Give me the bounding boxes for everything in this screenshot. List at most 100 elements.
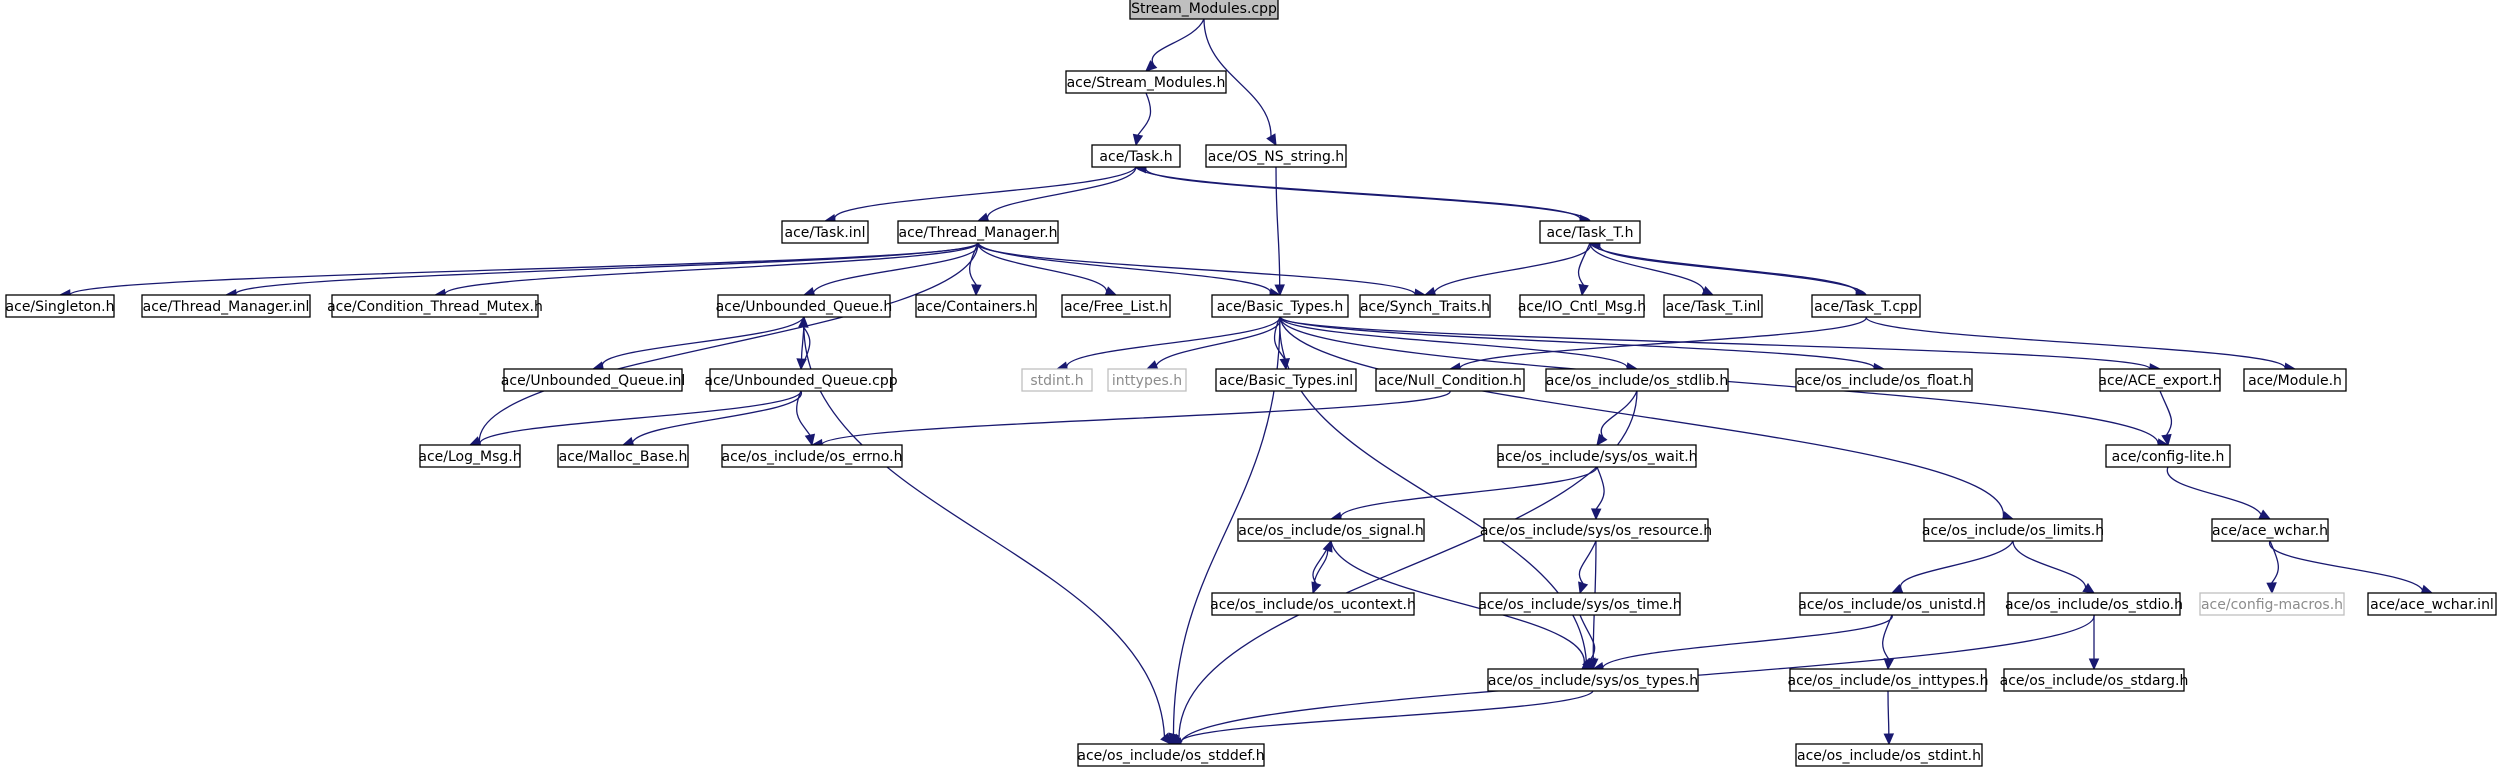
node-ace-task-h[interactable]: ace/Task.h — [1091, 144, 1181, 168]
node-box — [2211, 518, 2329, 542]
node-box — [1799, 592, 1985, 616]
edge-ace-basic-types-h-to-inttypes-h — [1145, 316, 1281, 371]
edge-ace-task-t-h-to-ace-task-t-cpp — [1589, 242, 1868, 299]
node-ace-os-include-os-ucontext-h[interactable]: ace/os_include/os_ucontext.h — [1210, 592, 1416, 616]
node-box — [1211, 592, 1415, 616]
node-ace-thread-manager-h[interactable]: ace/Thread_Manager.h — [897, 220, 1059, 244]
arrowhead — [971, 284, 982, 297]
node-box — [557, 444, 689, 468]
edge-ace-os-include-sys-os-time-h-to-ace-os-include-sys-os-types-h — [1579, 614, 1596, 671]
node-box — [2105, 444, 2231, 468]
node-ace-os-include-os-unistd-h[interactable]: ace/os_include/os_unistd.h — [1798, 592, 1986, 616]
node-box — [1497, 444, 1697, 468]
edge-ace-thread-manager-h-to-ace-thread-manager-inl — [224, 242, 979, 300]
edge-line — [1203, 18, 1272, 137]
node-ace-config-lite-h[interactable]: ace/config-lite.h — [2105, 444, 2231, 468]
node-ace-os-include-os-stdint-h[interactable]: ace/os_include/os_stdint.h — [1795, 743, 1983, 767]
node-ace-unbounded-queue-h[interactable]: ace/Unbounded_Queue.h — [716, 294, 893, 318]
arrowhead — [1590, 508, 1602, 521]
edge-line — [1577, 242, 1591, 286]
edge-line — [1340, 466, 1598, 518]
arrowhead — [1322, 539, 1333, 553]
node-ace-ace-wchar-h[interactable]: ace/ace_wchar.h — [2211, 518, 2329, 542]
edge-line — [1137, 92, 1152, 136]
edge-line — [1459, 316, 1867, 369]
node-label: Stream_Modules.cpp — [1131, 1, 1277, 17]
arrowhead — [1578, 283, 1589, 297]
edge-line — [1279, 316, 2005, 517]
node-label: ace/os_include/os_stdio.h — [2005, 597, 2183, 613]
node-box — [717, 294, 891, 318]
node-ace-ace-export-h[interactable]: ace/ACE_export.h — [2098, 368, 2222, 392]
node-ace-os-ns-string-h[interactable]: ace/OS_NS_string.h — [1205, 144, 1347, 168]
edge-ace-thread-manager-h-to-ace-log-msg-h — [468, 242, 979, 447]
node-ace-os-include-sys-os-time-h[interactable]: ace/os_include/sys/os_time.h — [1478, 592, 1682, 616]
node-ace-synch-traits-h[interactable]: ace/Synch_Traits.h — [1359, 294, 1491, 318]
node-ace-os-include-os-signal-h[interactable]: ace/os_include/os_signal.h — [1237, 518, 1425, 542]
node-ace-stream-modules-h[interactable]: ace/Stream_Modules.h — [1065, 70, 1227, 94]
node-inttypes-h: inttypes.h — [1107, 368, 1187, 392]
node-ace-condition-thread-mutex-h[interactable]: ace/Condition_Thread_Mutex.h — [327, 294, 543, 318]
node-ace-os-include-sys-os-resource-h[interactable]: ace/os_include/sys/os_resource.h — [1480, 518, 1712, 542]
edge-line — [2012, 540, 2087, 588]
node-box — [1021, 368, 1093, 392]
node-ace-basic-types-h[interactable]: ace/Basic_Types.h — [1211, 294, 1349, 318]
edge-line — [1900, 540, 2014, 590]
node-ace-os-include-os-errno-h[interactable]: ace/os_include/os_errno.h — [721, 444, 903, 468]
node-ace-unbounded-queue-cpp[interactable]: ace/Unbounded_Queue.cpp — [704, 368, 898, 392]
arrowhead — [2088, 658, 2100, 671]
node-ace-thread-manager-inl[interactable]: ace/Thread_Manager.inl — [141, 294, 311, 318]
node-ace-null-condition-h[interactable]: ace/Null_Condition.h — [1375, 368, 1525, 392]
node-label: ace/Condition_Thread_Mutex.h — [327, 299, 543, 315]
node-label: ace/Task.h — [1099, 149, 1172, 165]
edge-line — [1155, 316, 1281, 366]
arrowhead — [1274, 284, 1285, 297]
node-ace-basic-types-inl[interactable]: ace/Basic_Types.inl — [1215, 368, 1357, 392]
edge-ace-os-include-os-limits-h-to-ace-os-include-os-stdio-h — [2012, 540, 2096, 594]
node-box — [721, 444, 903, 468]
node-stream-modules-cpp[interactable]: Stream_Modules.cpp — [1129, 0, 1279, 20]
node-ace-module-h[interactable]: ace/Module.h — [2243, 368, 2347, 392]
node-label: ace/os_include/sys/os_resource.h — [1480, 523, 1712, 539]
node-ace-containers-h[interactable]: ace/Containers.h — [915, 294, 1037, 318]
node-ace-task-t-inl[interactable]: ace/Task_T.inl — [1663, 294, 1763, 318]
node-ace-os-include-os-stddef-h[interactable]: ace/os_include/os_stddef.h — [1077, 743, 1265, 767]
node-ace-task-inl[interactable]: ace/Task.inl — [781, 220, 869, 244]
node-label: ace/OS_NS_string.h — [1208, 149, 1344, 165]
node-ace-io-cntl-msg-h[interactable]: ace/IO_Cntl_Msg.h — [1518, 294, 1646, 318]
node-box — [2007, 592, 2181, 616]
node-box — [1923, 518, 2103, 542]
node-ace-os-include-os-stdio-h[interactable]: ace/os_include/os_stdio.h — [2005, 592, 2183, 616]
node-ace-task-t-h[interactable]: ace/Task_T.h — [1539, 220, 1641, 244]
node-ace-ace-wchar-inl[interactable]: ace/ace_wchar.inl — [2367, 592, 2497, 616]
edge-ace-stream-modules-h-to-ace-task-h — [1132, 92, 1152, 147]
edge-line — [1602, 614, 1893, 668]
arrowhead — [2161, 433, 2172, 447]
node-ace-os-include-sys-os-types-h[interactable]: ace/os_include/sys/os_types.h — [1487, 668, 1699, 692]
node-ace-free-list-h[interactable]: ace/Free_List.h — [1061, 294, 1171, 318]
node-ace-os-include-os-inttypes-h[interactable]: ace/os_include/os_inttypes.h — [1788, 668, 1989, 692]
node-ace-task-t-cpp[interactable]: ace/Task_T.cpp — [1811, 294, 1921, 318]
edge-line — [1279, 316, 1875, 369]
edge-ace-basic-types-h-to-stdint-h — [1055, 316, 1281, 372]
edge-line — [1273, 316, 1286, 360]
edge-ace-task-t-cpp-to-ace-module-h — [1865, 316, 2297, 373]
node-ace-log-msg-h[interactable]: ace/Log_Msg.h — [418, 444, 522, 468]
node-stdint-h: stdint.h — [1021, 368, 1093, 392]
node-ace-unbounded-queue-inl[interactable]: ace/Unbounded_Queue.inl — [501, 368, 685, 392]
node-ace-singleton-h[interactable]: ace/Singleton.h — [5, 294, 115, 318]
node-ace-os-include-os-limits-h[interactable]: ace/os_include/os_limits.h — [1922, 518, 2104, 542]
node-ace-os-include-os-stdlib-h[interactable]: ace/os_include/os_stdlib.h — [1545, 368, 1729, 392]
edge-ace-os-include-sys-os-types-h-to-ace-os-include-os-stddef-h — [1169, 690, 1594, 748]
edge-line — [1066, 316, 1281, 368]
node-ace-malloc-base-h[interactable]: ace/Malloc_Base.h — [557, 444, 689, 468]
edge-ace-ace-export-h-to-ace-config-lite-h — [2159, 390, 2173, 447]
node-ace-os-include-os-float-h[interactable]: ace/os_include/os_float.h — [1795, 368, 1973, 392]
node-label: stdint.h — [1030, 373, 1083, 389]
node-ace-os-include-sys-os-wait-h[interactable]: ace/os_include/sys/os_wait.h — [1496, 444, 1698, 468]
edge-line — [1579, 614, 1596, 660]
node-ace-os-include-os-stdarg-h[interactable]: ace/os_include/os_stdarg.h — [2000, 668, 2189, 692]
node-label: ace/ace_wchar.h — [2212, 523, 2328, 539]
node-label: ace/Synch_Traits.h — [1360, 299, 1490, 315]
